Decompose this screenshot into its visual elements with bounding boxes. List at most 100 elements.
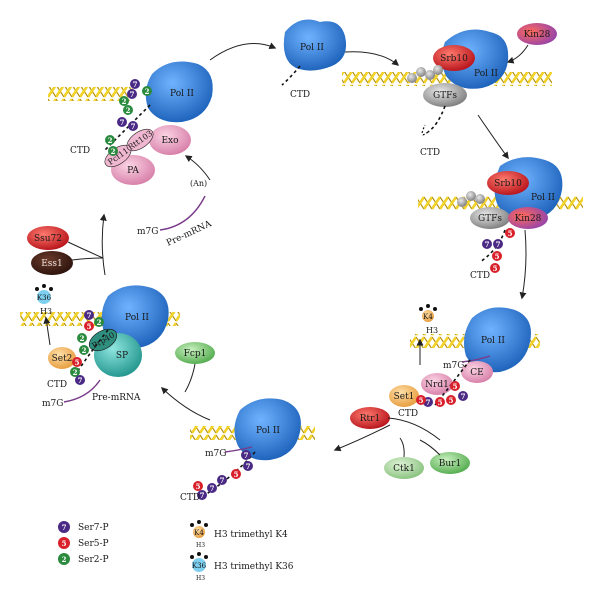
h3k4-mark <box>422 310 434 322</box>
kin28-label: Kin28 <box>524 30 551 40</box>
svg-text:2: 2 <box>111 147 116 156</box>
ce-shape <box>461 361 493 383</box>
svg-text:K36: K36 <box>37 294 52 302</box>
fcp1-group: Fcp1 <box>175 342 215 393</box>
state-preinitiation: Srb10 Pol II GTFs Kin28 CTD <box>407 23 557 158</box>
pol2-shape <box>145 61 213 123</box>
svg-text:7: 7 <box>461 392 466 401</box>
gtfs-shape <box>423 83 467 107</box>
ctd-marks: 7 7 5 7 7 5 7 <box>193 450 253 500</box>
svg-text:7: 7 <box>246 462 251 471</box>
kinases-group: Rtr1 Ctk1 Bur1 <box>350 407 470 479</box>
pol2-label: Pol II <box>481 336 505 346</box>
premrna-label: Pre-mRNA <box>165 219 214 249</box>
state-late-elongation: Pol II K36 H3 SP Prp40 Set2 7 5 2 2 2 5 … <box>35 284 169 409</box>
svg-text:7: 7 <box>220 476 225 485</box>
rtt103-shape <box>126 128 154 152</box>
ctd-marks: 5 7 5 5 7 5 <box>416 381 468 407</box>
svg-text:7: 7 <box>78 376 83 385</box>
svg-text:5: 5 <box>196 482 201 491</box>
pol2-label: Pol II <box>125 313 149 323</box>
kin28-shape <box>517 23 557 45</box>
legend-ser2-label: Ser2-P <box>78 555 109 565</box>
set1-shape <box>389 385 419 407</box>
kin28-shape <box>508 207 548 229</box>
kin28-label: Kin28 <box>515 214 542 224</box>
set1-label: Set1 <box>394 392 415 402</box>
exo-label: Exo <box>161 136 178 146</box>
pol2-shape <box>283 19 347 71</box>
bur1-label: Bur1 <box>439 459 461 469</box>
state-initiation: Srb10 Pol II GTFs Kin28 5 7 7 5 5 CTD <box>457 157 563 281</box>
state-free-pol2: Pol II CTD <box>281 19 347 100</box>
svg-text:5: 5 <box>453 382 458 391</box>
gtfs-shape <box>470 207 510 229</box>
premrna-label: Pre-mRNA <box>92 393 141 403</box>
legend-h3k36-marker <box>192 558 206 572</box>
svg-text:7: 7 <box>496 240 501 249</box>
pol2-shape <box>234 398 301 461</box>
svg-text:2: 2 <box>108 136 113 145</box>
svg-text:2: 2 <box>97 318 102 327</box>
state-mid-elongation: Pol II m7G 7 7 5 7 7 5 7 CTD <box>180 398 301 503</box>
legend-ser7-marker <box>58 521 70 533</box>
m7g-label: m7G <box>42 399 63 409</box>
pol2-label: Pol II <box>256 426 280 436</box>
pol2-label: Pol II <box>531 193 555 203</box>
ctd-label: CTD <box>290 90 310 100</box>
pol2-shape <box>101 285 169 349</box>
sp-label: SP <box>116 351 128 361</box>
svg-text:5: 5 <box>508 229 513 238</box>
gtf-subunits <box>457 191 485 207</box>
rtr1-label: Rtr1 <box>360 414 380 424</box>
ctd-marks: 5 7 7 5 5 <box>482 228 515 273</box>
legend-ser2-marker <box>58 553 70 565</box>
pa-label: PA <box>127 166 139 176</box>
ctk1-label: Ctk1 <box>393 464 415 474</box>
svg-text:2: 2 <box>126 106 131 115</box>
svg-text:7: 7 <box>485 240 490 249</box>
pol2-label: Pol II <box>170 89 194 99</box>
cycle-arrows <box>99 42 527 452</box>
ctd-label: CTD <box>398 409 418 419</box>
svg-text:5: 5 <box>493 264 498 273</box>
dna-top-left <box>48 87 133 101</box>
svg-text:H3: H3 <box>196 542 205 549</box>
ess1-label: Ess1 <box>41 259 63 269</box>
srb10-label: Srb10 <box>440 54 468 64</box>
ctd-label: CTD <box>420 148 440 158</box>
svg-text:K4: K4 <box>194 529 204 537</box>
gtf-subunits <box>407 65 443 83</box>
an-label: (An) <box>190 179 207 188</box>
srb10-shape <box>433 45 475 71</box>
nrd1-label: Nrd1 <box>425 380 449 390</box>
legend-h3k4-label: H3 trimethyl K4 <box>214 530 288 540</box>
pol2-label: Pol II <box>474 69 498 79</box>
h3-label: H3 <box>40 307 52 316</box>
svg-text:7: 7 <box>130 90 135 99</box>
ess1-shape <box>31 251 73 275</box>
svg-text:5: 5 <box>438 398 443 407</box>
h3k36-mark <box>37 290 51 304</box>
svg-text:5: 5 <box>87 322 92 331</box>
svg-text:H3: H3 <box>196 575 205 582</box>
svg-text:5: 5 <box>75 358 80 367</box>
ctd-label: CTD <box>180 493 200 503</box>
svg-text:2: 2 <box>80 334 85 343</box>
svg-text:5: 5 <box>419 396 424 405</box>
svg-text:7: 7 <box>131 122 136 131</box>
ctd-label: CTD <box>470 271 490 281</box>
ctd-label: CTD <box>47 380 67 390</box>
gtfs-label: GTFs <box>433 91 457 101</box>
svg-text:5: 5 <box>449 396 454 405</box>
svg-text:2: 2 <box>62 555 67 564</box>
ctd-marks: 7 5 2 2 2 5 2 7 <box>70 310 104 385</box>
legend-ser5-label: Ser5-P <box>78 539 109 549</box>
ssu72-shape <box>27 226 69 250</box>
legend: 7 Ser7-P 5 Ser5-P 2 Ser2-P K4 H3 H3 trim… <box>58 520 294 582</box>
svg-text:7: 7 <box>62 523 67 532</box>
h3-label: H3 <box>426 326 438 335</box>
legend-h3k4-marker <box>193 526 205 538</box>
legend-h3k36-label: H3 trimethyl K36 <box>214 562 294 572</box>
